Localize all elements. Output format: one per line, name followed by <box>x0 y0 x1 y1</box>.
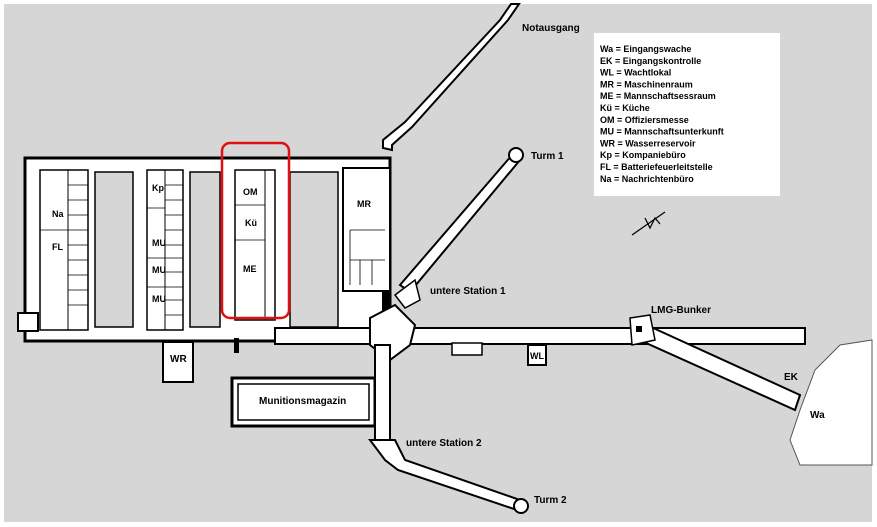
munitionsmagazin-inner <box>237 383 370 421</box>
label-fl: FL <box>52 242 63 252</box>
legend-item: MR = Maschinenraum <box>600 79 693 89</box>
turm1-circle <box>508 147 524 163</box>
cubicles-na <box>40 184 88 306</box>
label-om: OM <box>243 187 258 197</box>
pipe <box>234 338 239 353</box>
main-corridor <box>274 327 806 345</box>
legend-item: Kü = Küche <box>600 103 650 113</box>
exit-terrain <box>789 339 873 466</box>
legend: Wa = Eingangswache EK = Eingangskontrolle… <box>600 44 724 184</box>
highlight-box <box>220 141 291 320</box>
label-mr: MR <box>357 199 371 209</box>
rock-block-3 <box>289 171 339 328</box>
north-arrow-icon <box>631 211 666 236</box>
label-lmg-bunker: LMG-Bunker <box>651 305 711 316</box>
room-om-ku-me <box>234 169 276 321</box>
label-mu-1: MU <box>152 238 166 248</box>
label-untere-station2: untere Station 2 <box>406 438 482 449</box>
room-mr <box>342 167 391 292</box>
station1-block <box>393 278 421 309</box>
label-wa: Wa <box>810 410 825 421</box>
legend-item: Kp = Kompaniebüro <box>600 150 686 160</box>
small-room-west <box>17 312 39 332</box>
lmg-bunker <box>629 314 656 346</box>
legend-item: ME = Mannschaftsessraum <box>600 91 716 101</box>
legend-item: WL = Wachtlokal <box>600 68 671 78</box>
label-munitionsmagazin: Munitionsmagazin <box>259 396 346 407</box>
label-wl: WL <box>530 351 544 361</box>
legend-item: OM = Offiziersmesse <box>600 115 689 125</box>
label-na: Na <box>52 209 64 219</box>
label-wr: WR <box>170 354 187 365</box>
legend-item: Wa = Eingangswache <box>600 44 691 54</box>
legend-item: MU = Mannschaftsunterkunft <box>600 127 724 137</box>
label-untere-station1: untere Station 1 <box>430 286 506 297</box>
cubicles-mu <box>147 184 183 316</box>
legend-item: EK = Eingangskontrolle <box>600 56 701 66</box>
label-notausgang: Notausgang <box>522 23 580 34</box>
label-me: ME <box>243 264 257 274</box>
room-wl <box>527 344 547 366</box>
south-corridor <box>374 344 391 441</box>
legend-box <box>594 33 780 196</box>
label-kp: Kp <box>152 183 164 193</box>
room-wr <box>162 341 194 383</box>
rock-block-2 <box>189 171 221 328</box>
rock-block-1 <box>94 171 134 328</box>
legend-item: WR = Wasserreservoir <box>600 138 696 148</box>
lmg-mark <box>636 326 642 332</box>
room-na-fl <box>39 169 89 331</box>
mr-compartments <box>349 229 385 285</box>
label-mu-3: MU <box>152 294 166 304</box>
label-turm1: Turm 1 <box>531 151 564 162</box>
mr-door <box>382 291 390 311</box>
turm2-circle <box>513 498 529 514</box>
label-ku: Kü <box>245 218 257 228</box>
legend-item: FL = Batteriefeuerleitstelle <box>600 162 713 172</box>
legend-item: Na = Nachrichtenbüro <box>600 174 694 184</box>
label-turm2: Turm 2 <box>534 495 567 506</box>
alcove <box>451 342 483 356</box>
label-mu-2: MU <box>152 265 166 275</box>
notausgang-tunnel <box>382 3 521 152</box>
label-ek: EK <box>784 372 799 383</box>
